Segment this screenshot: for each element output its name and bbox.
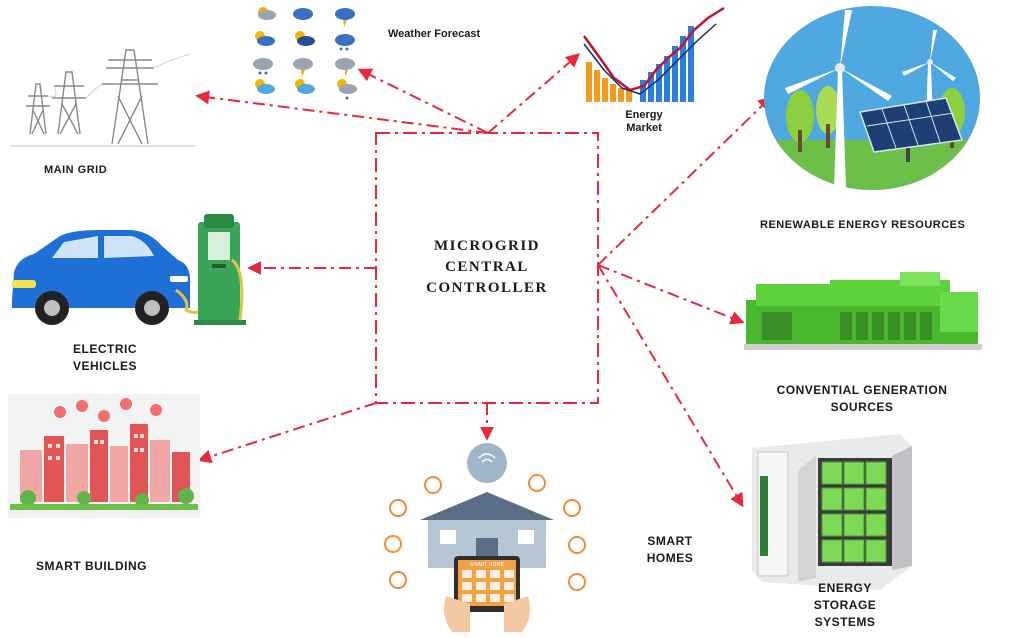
generator-icon (744, 272, 982, 350)
arrow-conventional (597, 264, 745, 325)
arrow-renewable (597, 96, 773, 266)
weather-forecast-label: Weather Forecast (388, 28, 481, 40)
weather-icon (253, 7, 357, 100)
arrow-storage (597, 264, 744, 508)
charging-station-icon (194, 214, 246, 325)
energy-market-chart-icon (582, 6, 725, 102)
arrow-weather (357, 68, 489, 134)
svg-text:SMART HOME: SMART HOME (470, 562, 504, 568)
smart-city-icon (8, 394, 200, 518)
power-tower-icon (10, 49, 196, 147)
controller-line: MICROGRID (434, 238, 540, 254)
main-grid-label: MAIN GRID (44, 164, 108, 176)
controller-label: MICROGRID CENTRAL CONTROLLER (376, 236, 598, 299)
electric-car-icon (12, 230, 212, 325)
wind-solar-icon (764, 6, 980, 190)
arrow-energy-market (487, 53, 581, 134)
arrow-smart-building (197, 402, 377, 464)
smart-homes-label: SMART HOMES (646, 534, 694, 565)
arrow-main-grid (195, 90, 489, 134)
conventional-label: CONVENTIAL GENERATION SOURCES (776, 383, 948, 414)
electric-vehicles-label: ELECTRIC VEHICLES (72, 342, 137, 373)
renewable-label: RENEWABLE ENERGY RESOURCES (760, 219, 966, 231)
energy-market-label: Energy Market (625, 109, 663, 134)
controller-line: CENTRAL (445, 259, 529, 275)
storage-label: ENERGY STORAGE SYSTEMS (813, 581, 877, 629)
smart-home-icon: SMART HOME (384, 443, 586, 632)
smart-building-label: SMART BUILDING (36, 559, 147, 573)
connection-arrows (195, 53, 773, 508)
battery-storage-icon (752, 434, 912, 590)
controller-line: CONTROLLER (426, 280, 548, 296)
